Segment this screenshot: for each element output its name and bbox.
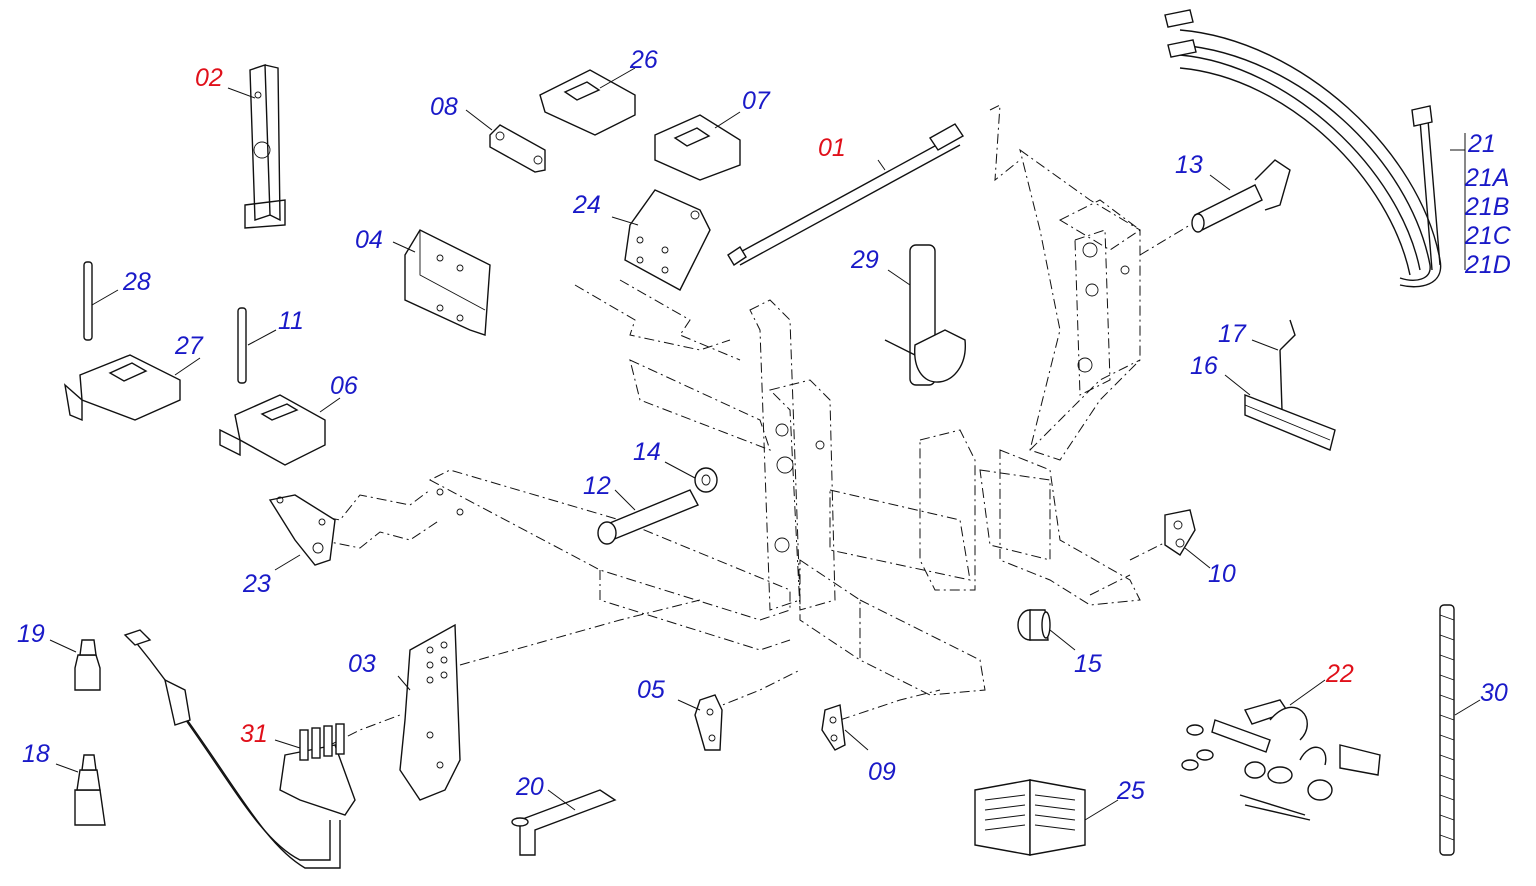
pipe-part-29 (884, 244, 966, 386)
pin-part-13 (1191, 159, 1291, 233)
label-part-24: 24 (573, 191, 601, 219)
label-part-17: 17 (1218, 320, 1246, 348)
label-part-06: 06 (330, 372, 358, 400)
label-part-04: 04 (355, 226, 383, 254)
leader-lines (49, 67, 1481, 821)
label-part-29: 29 (851, 246, 879, 274)
lever-part-02 (244, 64, 286, 229)
mount-part-06 (219, 394, 326, 466)
label-part-21: 21 (1468, 130, 1496, 158)
pin-part-11 (237, 307, 247, 384)
bracket-part-09 (821, 704, 846, 751)
label-part-20: 20 (516, 773, 544, 801)
label-part-10: 10 (1208, 560, 1236, 588)
label-part-07: 07 (742, 87, 770, 115)
label-part-23: 23 (243, 570, 271, 598)
plate-part-03 (399, 623, 461, 801)
pin-part-28 (83, 261, 93, 341)
label-part-25: 25 (1117, 777, 1145, 805)
clip-part-16 (1244, 393, 1336, 451)
bolt-part-12 (597, 489, 699, 545)
label-part-11: 11 (278, 307, 304, 335)
bracket-part-24 (624, 189, 711, 291)
threaded-rod-part-30 (1439, 604, 1455, 856)
label-part-09: 09 (868, 758, 896, 786)
mount-part-07 (654, 114, 741, 181)
bushing-part-15 (1017, 609, 1051, 641)
label-part-01: 01 (818, 134, 846, 162)
label-part-05: 05 (637, 676, 665, 704)
label-part-28: 28 (123, 268, 151, 296)
label-part-26: 26 (630, 46, 658, 74)
nut-part-14 (694, 467, 718, 493)
label-part-14: 14 (633, 438, 661, 466)
label-part-21d: 21D (1465, 251, 1511, 279)
link-part-08 (489, 124, 546, 173)
fitting-part-19 (74, 639, 101, 691)
mount-part-26 (539, 69, 636, 136)
label-part-12: 12 (583, 472, 611, 500)
hardware-kit-part-22 (1181, 699, 1381, 821)
label-part-02: 02 (195, 64, 223, 92)
label-part-21b: 21B (1465, 193, 1510, 221)
bracket-part-23 (268, 494, 336, 566)
label-part-08: 08 (430, 93, 458, 121)
label-part-18: 18 (22, 740, 50, 768)
mount-part-27 (63, 354, 181, 422)
label-part-31: 31 (240, 720, 268, 748)
bracket-part-10 (1164, 509, 1196, 556)
main-frame-drawing (289, 104, 1191, 746)
hose-part-01 (727, 123, 965, 266)
label-part-21c: 21C (1465, 222, 1511, 250)
label-part-03: 03 (348, 650, 376, 678)
label-part-21a: 21A (1465, 164, 1510, 192)
label-part-22: 22 (1326, 660, 1354, 688)
pipe-part-20 (511, 789, 617, 856)
pin-part-17 (1279, 319, 1296, 411)
manual-book-part-25 (974, 779, 1086, 856)
valve-part-31 (123, 629, 356, 869)
hose-bundle-part-21 (1164, 9, 1442, 288)
fitting-part-18 (74, 754, 106, 826)
label-part-13: 13 (1175, 151, 1203, 179)
bracket-part-04 (404, 229, 491, 336)
label-part-27: 27 (175, 332, 203, 360)
label-part-15: 15 (1074, 650, 1102, 678)
bracket-part-05 (694, 694, 723, 751)
label-part-16: 16 (1190, 352, 1218, 380)
label-part-30: 30 (1480, 679, 1508, 707)
label-part-19: 19 (17, 620, 45, 648)
